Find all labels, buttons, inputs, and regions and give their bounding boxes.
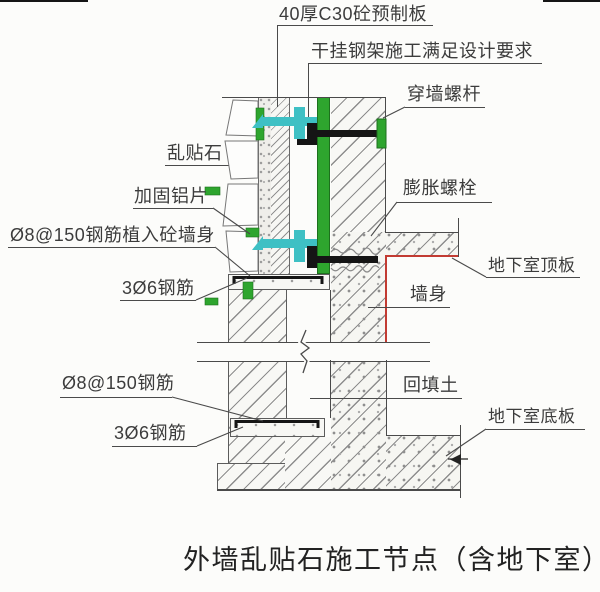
wall-section-upper <box>331 97 385 232</box>
basement-wall-upper <box>331 232 386 342</box>
leader-precast-v <box>277 25 278 107</box>
callout-rebar-3d6-top: 3Ø6钢筋 <box>122 278 195 298</box>
rebar-band-upper <box>228 274 330 290</box>
callout-reinforced-aluminum: 加固铝片 <box>134 186 208 206</box>
steel-keel <box>317 97 330 274</box>
leader-3d6-top <box>120 300 196 301</box>
top-left-bar <box>0 0 88 2</box>
mortar-layer-strip <box>258 97 273 274</box>
callout-random-stone: 乱贴石 <box>167 143 223 163</box>
wall-left-edge-mid <box>330 290 331 342</box>
gap-fill-below-band <box>285 437 331 490</box>
callout-backfill: 回填土 <box>403 375 459 395</box>
leader-precast <box>277 25 433 26</box>
leader-throughbolt <box>405 107 485 108</box>
leader-stone <box>165 165 248 166</box>
wall-top-line <box>222 97 385 98</box>
leader-3d6-low <box>112 446 197 447</box>
break-band <box>197 342 430 362</box>
precast-panel-strip <box>271 97 290 274</box>
wall-right-edge-lower <box>386 360 387 435</box>
leader-steelframe-v <box>308 63 309 129</box>
cladding-column-lower <box>228 360 287 463</box>
leader-wallbody <box>368 307 450 308</box>
basement-roof-slab-region <box>386 232 458 256</box>
leader-backfill <box>310 398 462 399</box>
leader-embedrebar <box>8 247 215 248</box>
callout-wall-body: 墙身 <box>410 284 447 304</box>
leader-steelframe <box>308 63 542 64</box>
stone-pieces <box>222 99 259 273</box>
callout-rebar-8-150: Ø8@150钢筋 <box>62 373 175 393</box>
leader-roofslab <box>486 277 580 278</box>
floor-slab-right-edge <box>460 425 461 498</box>
diagram-title: 外墙乱贴石施工节点（含地下室） <box>183 545 600 575</box>
waterproof-line-horizontal <box>385 255 458 257</box>
callout-rebar-3d6-bottom: 3Ø6钢筋 <box>114 423 187 443</box>
footing-step <box>217 463 286 491</box>
cladding-column-mid <box>228 289 287 342</box>
callout-basement-floor-slab: 地下室底板 <box>488 407 576 426</box>
callout-embedded-rebar: Ø8@150钢筋植入砼墙身 <box>10 225 215 245</box>
rebar-band-lower <box>230 418 325 437</box>
basement-floor-slab-region <box>386 435 460 490</box>
callout-basement-roof-slab: 地下室顶板 <box>488 256 576 275</box>
bottom-line <box>217 489 461 491</box>
leader-rebar8150 <box>60 397 172 398</box>
top-right-bar <box>543 0 600 2</box>
callout-steel-frame: 干挂钢架施工满足设计要求 <box>311 41 533 61</box>
leader-floorslab <box>486 429 585 430</box>
callout-through-wall-bolt: 穿墙螺杆 <box>407 84 481 104</box>
roof-slab-top-line <box>385 232 458 233</box>
floor-slab-top-line <box>386 435 461 436</box>
leader-aluminum <box>133 208 213 209</box>
leader-expansion <box>397 202 492 203</box>
callout-expansion-bolt: 膨胀螺栓 <box>403 178 477 198</box>
wall-left-edge-low <box>330 360 331 418</box>
waterproof-line-vertical <box>385 257 387 342</box>
wall-right-edge-upper <box>385 97 386 232</box>
roof-slab-right-tick <box>458 218 459 257</box>
callout-precast-panel: 40厚C30砼预制板 <box>279 4 428 24</box>
basement-wall-lower <box>331 360 386 490</box>
